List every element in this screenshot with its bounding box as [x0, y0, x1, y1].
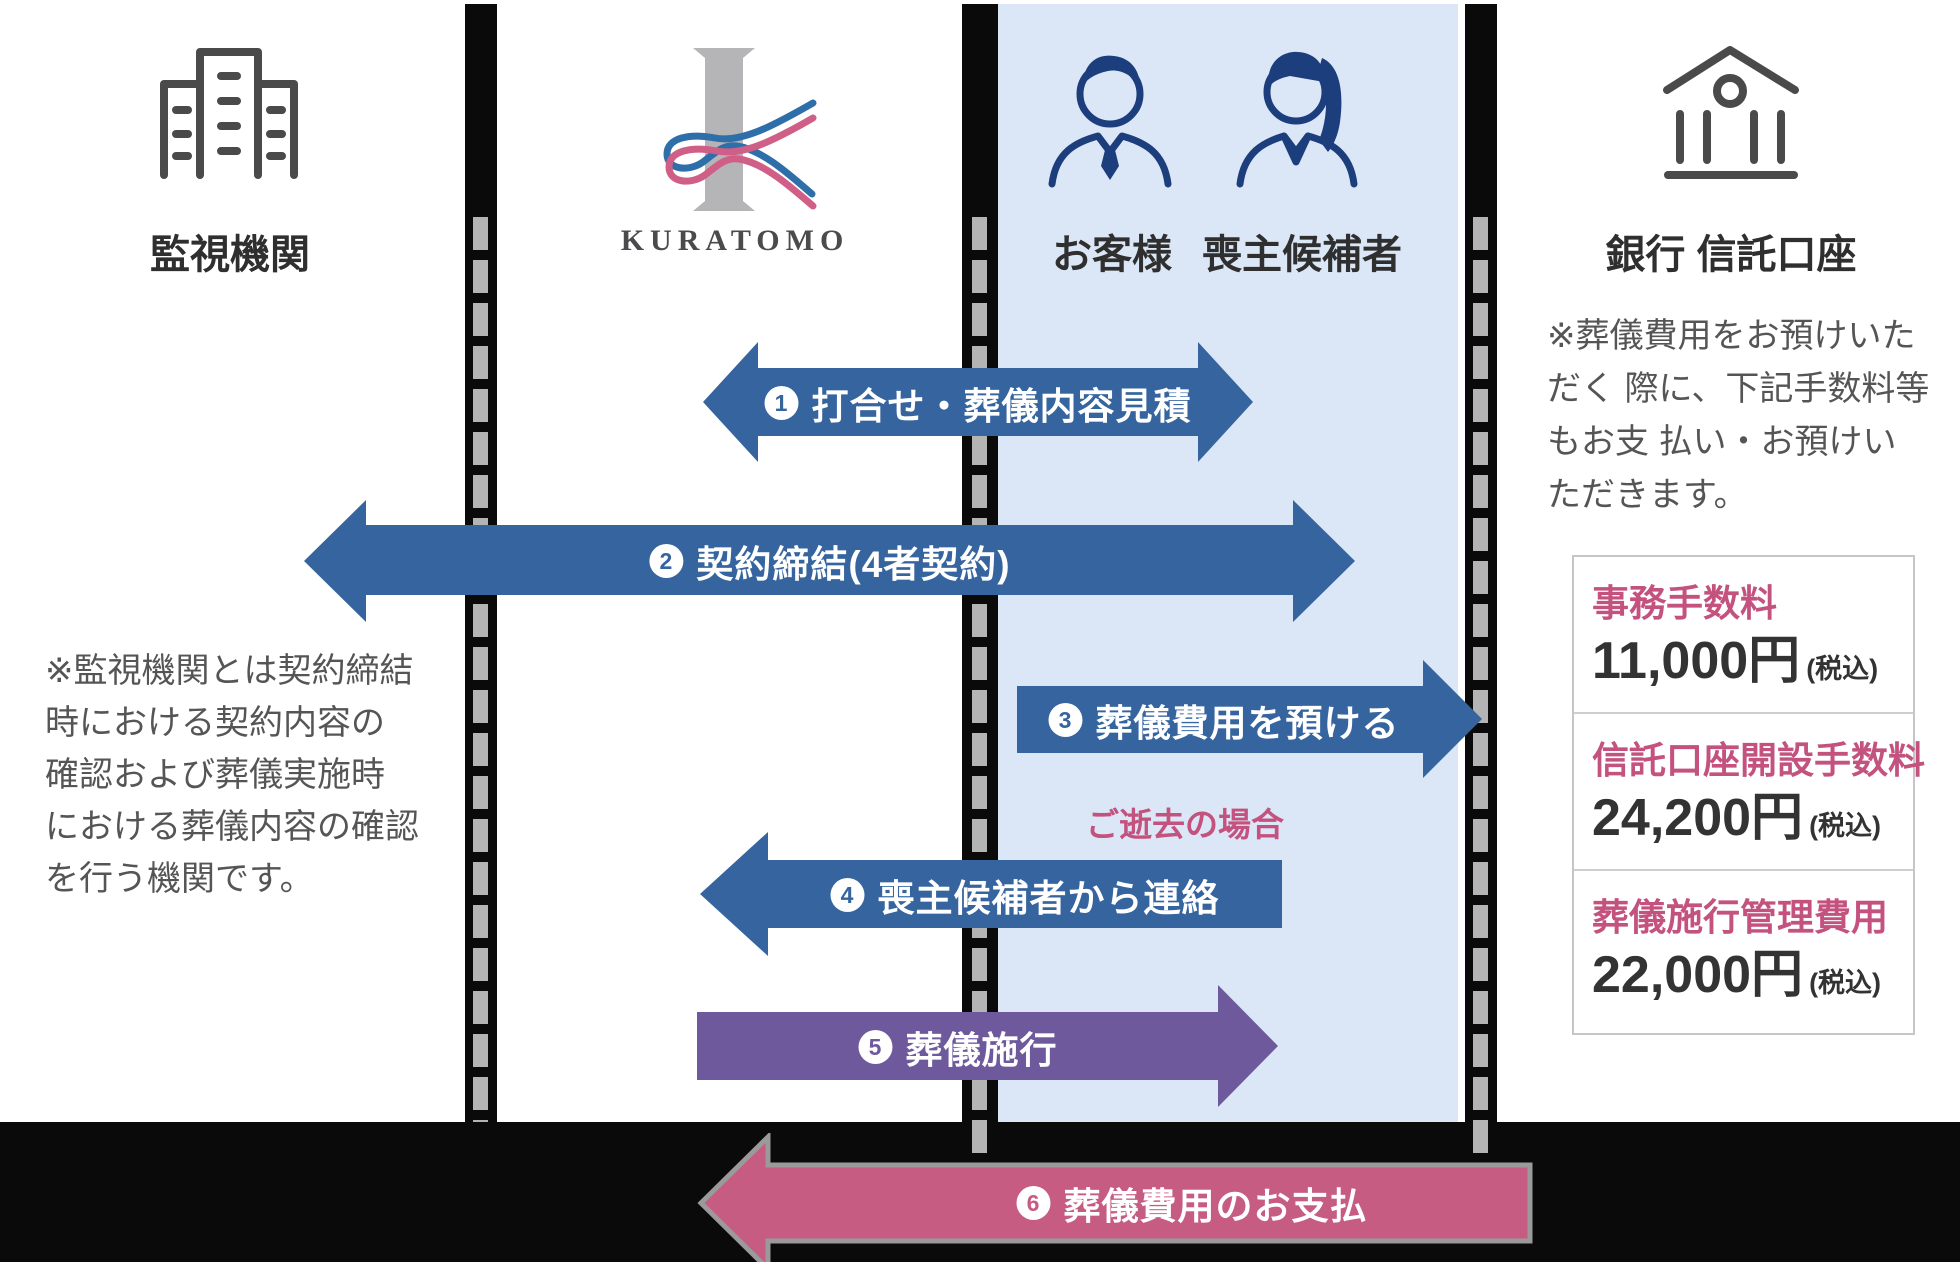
monitor-note-line: を行う機関です。	[45, 860, 314, 898]
arrow-2-text: 契約締結(4者契約)	[696, 544, 1011, 585]
fee-price: 11,000円	[1592, 632, 1801, 690]
arrow-5-execution	[697, 985, 1278, 1107]
lifeline-monitor	[473, 217, 488, 1122]
arrow-1-label: 1 打合せ・葬儀内容見積	[764, 376, 1192, 430]
bank-note-line: もお支 払い・お預けい	[1547, 423, 1897, 461]
mourner-person-icon	[1236, 51, 1358, 188]
monitor-note-line: における葬儀内容の確認	[45, 808, 419, 846]
fee-table: 事務手数料 11,000円(税込) 信託口座開設手数料 24,200円(税込) …	[1572, 555, 1925, 1035]
bank-icon	[1663, 46, 1799, 179]
bank-note-line: だく 際に、下記手数料等	[1547, 370, 1930, 408]
arrow-3-deposit	[1017, 660, 1482, 778]
bank-note-line: ただきます。	[1547, 476, 1748, 514]
step-6-badge: 6	[1016, 1186, 1051, 1220]
entity-bank-label: 銀行 信託口座	[1605, 233, 1857, 277]
bank-note-line: ※葬儀費用をお預けいた	[1547, 317, 1916, 355]
arrow-6-payment	[697, 1133, 1533, 1262]
fee-tax-note: (税込)	[1809, 968, 1882, 998]
entity-monitor-label: 監視機関	[150, 233, 310, 277]
death-case-label: ご逝去の場合	[1086, 806, 1284, 843]
fee-name: 信託口座開設手数料	[1592, 740, 1925, 781]
arrow-5-text: 葬儀施行	[905, 1030, 1058, 1071]
arrow-5-label: 5 葬儀施行	[858, 1020, 1058, 1074]
fee-tax-note: (税込)	[1809, 811, 1882, 841]
monitor-note: ※監視機関とは契約締結 時における契約内容の 確認および葬儀実施時 における葬儀…	[45, 645, 419, 905]
customer-person-icon	[1048, 55, 1172, 188]
kuratomo-logo-icon	[663, 48, 817, 211]
fee-name: 事務手数料	[1592, 583, 1777, 624]
arrow-1-text: 打合せ・葬儀内容見積	[811, 386, 1192, 427]
monitor-note-line: ※監視機関とは契約締結	[45, 652, 414, 690]
lifeline-bank	[1473, 217, 1488, 1165]
arrow-3-text: 葬儀費用を預ける	[1095, 703, 1400, 744]
step-5-badge: 5	[858, 1030, 893, 1064]
arrow-2-contract	[304, 500, 1355, 622]
monitor-note-line: 時における契約内容の	[45, 704, 385, 742]
step-1-badge: 1	[764, 386, 799, 420]
arrow-2-label: 2 契約締結(4者契約)	[649, 534, 1010, 588]
fee-name: 葬儀施行管理費用	[1592, 897, 1888, 938]
fee-price: 24,200円	[1592, 789, 1804, 847]
entity-customer-label: お客様	[1052, 233, 1172, 277]
bank-note: ※葬儀費用をお預けいた だく 際に、下記手数料等 もお支 払い・お預けい ただき…	[1547, 310, 1929, 522]
step-2-badge: 2	[649, 544, 684, 578]
monitor-note-line: 確認および葬儀実施時	[45, 756, 385, 794]
fee-tax-note: (税込)	[1806, 654, 1879, 684]
arrow-6-text: 葬儀費用のお支払	[1063, 1186, 1368, 1227]
arrow-4-label: 4 喪主候補者から連絡	[830, 868, 1220, 922]
arrow-4-contact	[700, 832, 1282, 956]
fee-row-trust-account: 信託口座開設手数料 24,200円(税込)	[1574, 712, 1925, 869]
arrow-1-meeting	[703, 342, 1253, 462]
fee-row-admin: 事務手数料 11,000円(税込)	[1574, 557, 1913, 712]
arrow-6-label: 6 葬儀費用のお支払	[1016, 1176, 1368, 1230]
arrow-4-text: 喪主候補者から連絡	[877, 878, 1220, 919]
fee-price: 22,000円	[1592, 946, 1804, 1004]
step-3-badge: 3	[1048, 703, 1083, 737]
building-icon	[160, 48, 298, 179]
kuratomo-logo-text: KURATOMO	[620, 224, 850, 257]
step-4-badge: 4	[830, 878, 865, 912]
fee-row-management: 葬儀施行管理費用 22,000円(税込)	[1574, 869, 1913, 1026]
entity-mourner-label: 喪主候補者	[1202, 233, 1402, 277]
arrow-3-label: 3 葬儀費用を預ける	[1048, 693, 1400, 747]
